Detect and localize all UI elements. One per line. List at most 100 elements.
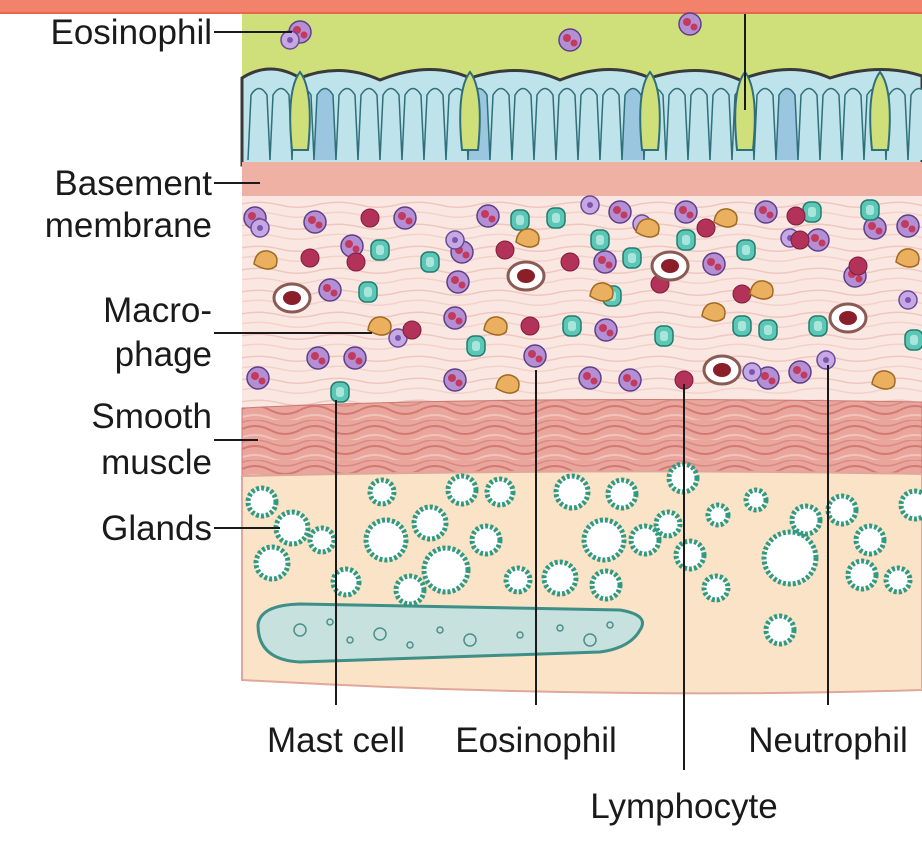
eosinophil-cell — [319, 279, 341, 301]
epithelial-cell — [358, 89, 380, 161]
blood-vessel — [258, 604, 643, 662]
mast-cell — [467, 336, 485, 356]
eosinophil-cell — [789, 361, 811, 383]
gland — [448, 476, 476, 504]
small-vessel — [652, 252, 688, 280]
eosinophil-cell — [447, 271, 469, 293]
gland — [310, 528, 334, 552]
epithelial-cell — [270, 89, 292, 161]
epithelial-cell — [908, 89, 922, 161]
eosinophil-cell — [444, 369, 466, 391]
label-basement-line2: membrane — [45, 206, 212, 245]
epithelial-cell — [666, 89, 688, 161]
gland — [766, 616, 794, 644]
label-eosinophil-bottom: Eosinophil — [455, 721, 617, 760]
label-basement-line1: Basement — [54, 164, 212, 203]
gland — [424, 548, 468, 592]
eosinophil-cell — [703, 253, 725, 275]
epithelial-cell — [402, 89, 424, 161]
neutrophil-cell — [817, 351, 835, 369]
gland — [708, 505, 728, 525]
lymphocyte-cell — [787, 207, 805, 225]
gland — [764, 532, 816, 584]
eosinophil-cell — [247, 367, 269, 389]
eosinophil-cell — [477, 205, 499, 227]
gland — [608, 480, 636, 508]
mast-cell — [655, 326, 673, 346]
epithelial-cell — [336, 89, 358, 161]
epithelial-cell — [534, 89, 556, 161]
epithelial-cell — [424, 89, 446, 161]
mast-cell — [623, 248, 641, 268]
eosinophil-cell — [594, 251, 616, 273]
gland — [256, 547, 288, 579]
mast-cell — [861, 200, 879, 220]
mast-cell — [803, 202, 821, 222]
mast-cell — [737, 240, 755, 260]
eosinophil-cell — [524, 345, 546, 367]
eosinophil-cell — [344, 347, 366, 369]
label-glands: Glands — [101, 509, 212, 548]
neutrophil-cell — [899, 291, 917, 309]
gland — [631, 526, 659, 554]
lymphocyte-cell — [361, 209, 379, 227]
eosinophil-cell — [755, 201, 777, 223]
gland — [886, 568, 910, 592]
small-vessel — [274, 284, 310, 312]
label-smooth-muscle-line1: Smooth — [91, 397, 212, 436]
gland — [704, 576, 728, 600]
mast-cell — [547, 208, 565, 228]
lymphocyte-cell — [791, 231, 809, 249]
small-vessel — [704, 356, 740, 384]
gland — [472, 526, 500, 554]
epithelial-cell — [556, 89, 578, 161]
gland — [544, 562, 576, 594]
neutrophil-cell — [743, 363, 761, 381]
epithelial-cell — [248, 89, 270, 161]
label-neutrophil: Neutrophil — [748, 721, 908, 760]
gland — [656, 512, 680, 536]
gland — [506, 568, 530, 592]
epithelial-cell — [380, 89, 402, 161]
epithelial-cell — [314, 89, 336, 161]
eosinophil-cell — [579, 367, 601, 389]
mast-cell — [677, 230, 695, 250]
gland — [584, 520, 624, 560]
epithelial-cell — [512, 89, 534, 161]
eosinophil-cell — [307, 347, 329, 369]
mast-cell — [905, 330, 922, 350]
label-eosinophil-top: Eosinophil — [51, 13, 213, 52]
neutrophil-cell — [281, 31, 299, 49]
eosinophil-cell — [559, 29, 581, 51]
epithelial-cell — [820, 89, 842, 161]
mast-cell — [809, 316, 827, 336]
mast-cell — [421, 252, 439, 272]
eosinophil-cell — [394, 207, 416, 229]
gland — [746, 490, 766, 510]
mast-cell — [563, 316, 581, 336]
mast-cell — [371, 240, 389, 260]
eosinophil-cell — [595, 319, 617, 341]
label-macrophage-line1: Macro- — [103, 291, 212, 330]
label-lymphocyte: Lymphocyte — [590, 787, 777, 826]
gland — [856, 526, 884, 554]
mast-cell — [733, 316, 751, 336]
gland — [396, 576, 424, 604]
label-smooth-muscle-line2: muscle — [101, 443, 212, 482]
gland — [414, 507, 446, 539]
eosinophil-cell — [444, 307, 466, 329]
gland — [276, 512, 308, 544]
gland — [370, 480, 394, 504]
smooth-muscle — [242, 400, 922, 478]
lymphocyte-cell — [521, 317, 539, 335]
gland — [848, 561, 876, 589]
eosinophil-cell — [897, 215, 919, 237]
label-macrophage-line2: phage — [115, 335, 212, 374]
eosinophil-cell — [304, 211, 326, 233]
eosinophil-cell — [807, 229, 829, 251]
neutrophil-cell — [581, 196, 599, 214]
gland — [487, 479, 513, 505]
gland — [248, 488, 276, 516]
small-vessel — [830, 304, 866, 332]
